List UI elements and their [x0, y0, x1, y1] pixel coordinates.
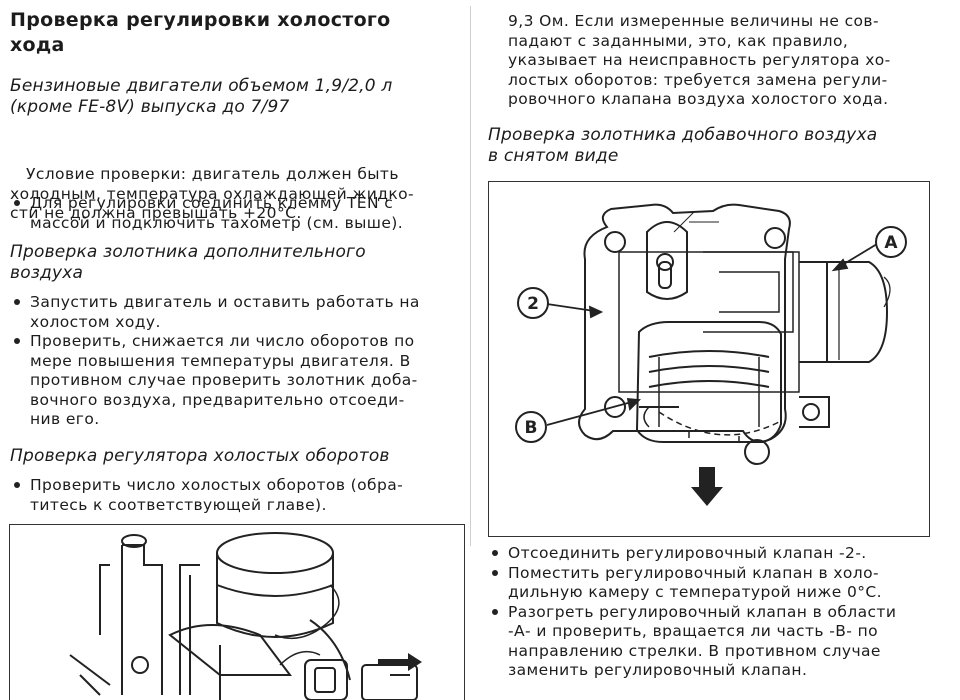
continued-paragraph: 9,3 Ом. Если измеренные величины не сов-… — [508, 12, 891, 110]
section-heading-line: Проверка регулятора холостых оборотов — [10, 446, 390, 466]
section-heading-line-2: в снятом виде — [488, 146, 619, 166]
label-a-circle — [875, 226, 907, 258]
engine-heading-line-2: (кроме FE-8V) выпуска до 7/97 — [10, 97, 290, 117]
column-divider — [470, 6, 471, 546]
list-item-line: массой и подключить тахометр (см. выше). — [30, 213, 404, 232]
section-heading-extra-air: Проверка золотника дополнительного возду… — [10, 242, 366, 284]
list-item-line: мере повышения температуры двигателя. В — [30, 351, 411, 370]
list-item: Проверить число холостых оборотов (обра-… — [10, 476, 460, 515]
list-item-line: Проверить число холостых оборотов (обра- — [30, 476, 404, 494]
bullet-icon — [492, 550, 498, 556]
list-item-line: дильную камеру с температурой ниже 0°С. — [508, 583, 882, 601]
bullet-icon — [14, 482, 20, 488]
bullet-icon — [492, 608, 498, 615]
list-item-line: заменить регулировочный клапан. — [508, 661, 808, 679]
list-item: Отсоединить регулировочный клапан -2-. — [488, 544, 938, 564]
bullet-icon — [14, 299, 20, 305]
condition-line: Условие проверки: двигатель должен быть — [10, 165, 399, 183]
list-item-line: Разогреть регулировочный клапан в област… — [508, 602, 897, 621]
list-item: Запустить двигатель и оставить работать … — [10, 293, 460, 332]
engine-heading-line-1: Бензиновые двигатели объемом 1,9/2,0 л — [10, 76, 393, 96]
figure-label-2: 2 — [527, 294, 539, 314]
list-item-line: Проверить, снижается ли число оборотов п… — [30, 332, 415, 350]
list-item-line: титесь к соответствующей главе). — [30, 495, 327, 514]
condition-line: холодным, температура охлаждающей жидко- — [10, 184, 415, 203]
section-heading-line-1: Проверка золотника дополнительного — [10, 242, 366, 262]
continued-line: падают с заданными, это, как правило, — [508, 31, 849, 50]
extra-air-bullet-list: Запустить двигатель и оставить работать … — [10, 293, 460, 430]
list-item-line: Отсоединить регулировочный клапан -2-. — [508, 544, 867, 562]
page-title-line-1: Проверка регулировки холостого — [10, 9, 391, 31]
figure-label-b: B — [525, 418, 538, 438]
list-item-line: Запустить двигатель и оставить работать … — [30, 293, 420, 311]
bullet-icon — [14, 338, 20, 344]
removed-valve-bullet-list: Отсоединить регулировочный клапан -2-. П… — [488, 544, 938, 681]
label-b-circle — [515, 411, 547, 443]
list-item-line: -А- и проверить, вращается ли часть -В- … — [508, 622, 879, 640]
list-item-line: противном случае проверить золотник доба… — [30, 371, 418, 389]
section-heading-removed-valve: Проверка золотника добавочного воздуха в… — [488, 125, 877, 167]
condition-line: сти не должна превышать +20°С. — [10, 204, 302, 222]
list-item-line: Поместить регулировочный клапан в холо- — [508, 563, 879, 582]
continued-line: указывает на неисправность регулятора хо… — [508, 51, 891, 69]
list-item: Поместить регулировочный клапан в холо-д… — [488, 564, 938, 603]
engine-heading: Бензиновые двигатели объемом 1,9/2,0 л (… — [10, 76, 392, 118]
idle-regulator-bullet-list: Проверить число холостых оборотов (обра-… — [10, 476, 460, 515]
section-heading-line-2: воздуха — [10, 263, 84, 283]
section-heading-idle-regulator: Проверка регулятора холостых оборотов — [10, 446, 390, 467]
engine-drawing — [69, 532, 422, 700]
list-item: Проверить, снижается ли число оборотов п… — [10, 332, 460, 430]
list-item: Разогреть регулировочный клапан в област… — [488, 603, 938, 681]
page-title: Проверка регулировки холостого хода — [10, 8, 391, 58]
list-item-line: направлению стрелки. В противном случае — [508, 641, 881, 660]
page-title-line-2: хода — [10, 34, 65, 56]
list-item-line: нив его. — [30, 410, 100, 428]
engine-figure — [9, 524, 465, 700]
bullet-icon — [14, 200, 20, 206]
continued-line: ровочного клапана воздуха холостого хода… — [508, 90, 889, 108]
section-heading-line-1: Проверка золотника добавочного воздуха — [488, 125, 878, 145]
continued-line: лостых оборотов: требуется замена регули… — [508, 70, 888, 89]
list-item-line: Для регулировки соединить клемму TEN с — [30, 194, 394, 212]
valve-drawing: A 2 B — [515, 203, 907, 506]
bullet-icon — [492, 569, 498, 576]
continued-line: 9,3 Ом. Если измеренные величины не сов- — [508, 12, 879, 30]
figure-label-a: A — [884, 233, 898, 253]
list-item-line: холостом ходу. — [30, 312, 161, 331]
list-item-line: вочного воздуха, предварительно отсоеди- — [30, 390, 405, 409]
label-2-circle — [517, 287, 549, 319]
valve-figure: A 2 B — [488, 181, 930, 537]
